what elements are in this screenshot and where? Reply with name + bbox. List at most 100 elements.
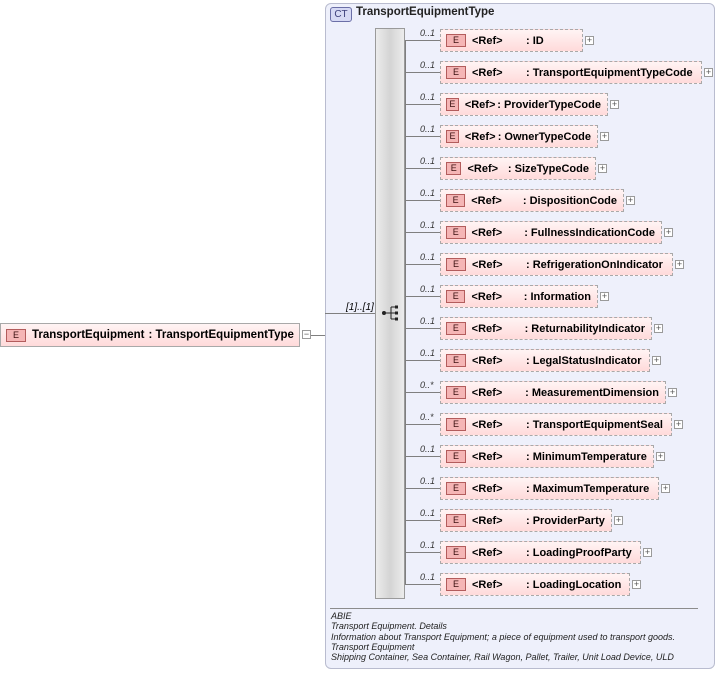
child-element-box[interactable]: E<Ref>: TransportEquipmentSeal xyxy=(440,413,672,436)
child-element-box[interactable]: E<Ref>: LoadingProofParty xyxy=(440,541,641,564)
expand-icon[interactable]: + xyxy=(610,99,619,109)
element-badge: E xyxy=(446,226,466,239)
child-connector xyxy=(405,264,440,265)
expand-icon[interactable]: + xyxy=(668,387,677,397)
root-element-box[interactable]: E TransportEquipment : TransportEquipmen… xyxy=(0,323,300,347)
child-element-box[interactable]: E<Ref>: MaximumTemperature xyxy=(440,477,659,500)
child-connector xyxy=(405,72,440,73)
annotation-divider xyxy=(330,608,698,609)
element-badge: E xyxy=(446,194,466,207)
child-connector xyxy=(405,456,440,457)
element-badge: E xyxy=(446,354,466,367)
child-element-name: : OwnerTypeCode xyxy=(497,130,591,143)
child-occurrence: 0..1 xyxy=(420,28,436,38)
ref-label: <Ref> xyxy=(472,578,503,591)
ref-label: <Ref> xyxy=(472,482,503,495)
child-occurrence: 0..1 xyxy=(420,572,436,582)
element-badge: E xyxy=(446,98,459,111)
expand-icon[interactable]: + xyxy=(652,355,661,365)
child-element-name: : DispositionCode xyxy=(522,194,617,207)
child-element-box[interactable]: E<Ref>: DispositionCode xyxy=(440,189,624,212)
expand-icon[interactable]: + xyxy=(598,163,607,173)
expand-icon[interactable]: + xyxy=(585,35,594,45)
ref-label: <Ref> xyxy=(471,386,503,399)
annotation-line: ABIE xyxy=(331,611,352,621)
child-element-box[interactable]: E<Ref>: ReturnabilityIndicator xyxy=(440,317,652,340)
expand-icon[interactable]: + xyxy=(626,195,635,205)
expand-icon[interactable]: + xyxy=(614,515,623,525)
child-occurrence: 0..1 xyxy=(420,508,436,518)
child-connector xyxy=(405,360,440,361)
annotation-line: Information about Transport Equipment; a… xyxy=(331,631,676,642)
child-element-name: : RefrigerationOnIndicator xyxy=(526,258,663,271)
child-occurrence: 0..* xyxy=(420,412,434,422)
ref-label: <Ref> xyxy=(471,322,503,335)
child-element-name: : MeasurementDimension xyxy=(525,386,659,399)
ref-label: <Ref> xyxy=(464,130,496,143)
complex-type-title: TransportEquipmentType xyxy=(356,6,495,18)
collapse-icon[interactable]: − xyxy=(302,329,311,339)
ref-label: <Ref> xyxy=(472,514,503,527)
child-element-box[interactable]: E <Ref>: ProviderTypeCode xyxy=(440,93,608,116)
child-element-box[interactable]: E<Ref>: ProviderParty xyxy=(440,509,612,532)
expand-icon[interactable]: + xyxy=(674,419,683,429)
sequence-icon xyxy=(382,305,398,321)
expand-icon[interactable]: + xyxy=(600,131,609,141)
element-badge: E xyxy=(446,290,466,303)
child-element-box[interactable]: E<Ref>: MinimumTemperature xyxy=(440,445,654,468)
child-element-name: : ProviderTypeCode xyxy=(497,98,601,111)
complex-type-badge: CT xyxy=(330,7,352,22)
element-badge: E xyxy=(446,546,466,559)
expand-icon[interactable]: + xyxy=(704,67,713,77)
child-occurrence: 0..1 xyxy=(420,284,436,294)
child-connector xyxy=(405,200,440,201)
child-occurrence: 0..1 xyxy=(420,476,436,486)
child-element-box[interactable]: E<Ref>: SizeTypeCode xyxy=(440,157,596,180)
ref-label: <Ref> xyxy=(471,290,503,303)
element-badge: E xyxy=(6,328,26,342)
child-connector xyxy=(405,136,440,137)
expand-icon[interactable]: + xyxy=(675,259,684,269)
sequence-branch-line xyxy=(405,40,406,584)
ref-label: <Ref> xyxy=(472,66,503,79)
child-connector xyxy=(405,488,440,489)
child-occurrence: 0..1 xyxy=(420,92,436,102)
child-element-box[interactable]: E <Ref>: OwnerTypeCode xyxy=(440,125,598,148)
child-connector xyxy=(405,552,440,553)
element-badge: E xyxy=(446,66,466,79)
child-connector xyxy=(405,424,440,425)
child-element-box[interactable]: E<Ref>: MeasurementDimension xyxy=(440,381,666,404)
child-element-name: : FullnessIndicationCode xyxy=(524,226,655,239)
expand-icon[interactable]: + xyxy=(664,227,673,237)
child-element-box[interactable]: E<Ref>: Information xyxy=(440,285,598,308)
expand-icon[interactable]: + xyxy=(656,451,665,461)
child-occurrence: 0..1 xyxy=(420,220,436,230)
expand-icon[interactable]: + xyxy=(654,323,663,333)
ref-label: <Ref> xyxy=(471,226,503,239)
child-element-box[interactable]: E<Ref>: LegalStatusIndicator xyxy=(440,349,650,372)
child-element-name: : TransportEquipmentTypeCode xyxy=(526,66,693,79)
child-occurrence: 0..1 xyxy=(420,444,436,454)
child-connector xyxy=(405,232,440,233)
child-element-box[interactable]: E <Ref> : TransportEquipmentTypeCode xyxy=(440,61,702,84)
element-badge: E xyxy=(446,130,459,143)
expand-icon[interactable]: + xyxy=(632,579,641,589)
child-element-box[interactable]: E<Ref>: LoadingLocation xyxy=(440,573,630,596)
child-element-box[interactable]: E<Ref>: RefrigerationOnIndicator xyxy=(440,253,673,276)
expand-icon[interactable]: + xyxy=(661,483,670,493)
child-connector xyxy=(405,40,440,41)
expand-icon[interactable]: + xyxy=(600,291,609,301)
ref-label: <Ref> xyxy=(472,418,503,431)
element-badge: E xyxy=(446,482,466,495)
child-element-box[interactable]: E <Ref> : FullnessIndicationCode xyxy=(440,221,662,244)
expand-icon[interactable]: + xyxy=(643,547,652,557)
child-connector xyxy=(405,296,440,297)
annotation-line: Shipping Container, Sea Container, Rail … xyxy=(331,652,674,663)
child-element-name: : LoadingProofParty xyxy=(526,546,632,559)
element-badge: E xyxy=(446,322,466,335)
ref-label: <Ref> xyxy=(464,98,496,111)
child-element-box[interactable]: E<Ref>: ID xyxy=(440,29,583,52)
child-occurrence: 0..1 xyxy=(420,124,436,134)
element-badge: E xyxy=(446,418,466,431)
child-element-name: : LoadingLocation xyxy=(526,578,622,591)
